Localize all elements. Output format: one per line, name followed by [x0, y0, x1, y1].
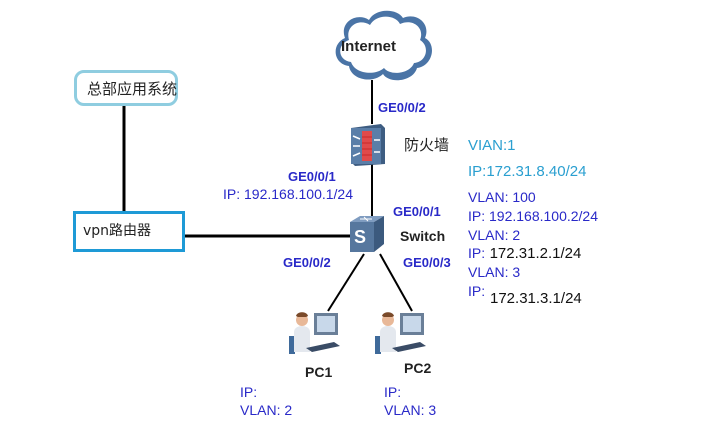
pc2-ip: IP: — [384, 384, 402, 400]
switch-vlan2-ip: IP: 172.31.2.1/24 — [468, 245, 581, 263]
firewall-port-ge0-0-2: GE0/0/2 — [378, 100, 426, 115]
firewall-icon — [351, 124, 385, 166]
firewall-label: 防火墙 — [404, 136, 450, 154]
pc2-vlan: VLAN: 3 — [384, 402, 437, 418]
pc1-vlan: VLAN: 2 — [240, 402, 293, 418]
switch-label: Switch — [400, 228, 446, 244]
link-switch-pc1 — [327, 253, 365, 312]
switch-vlan100-ip: IP: 192.168.100.2/24 — [468, 208, 598, 224]
firewall-port-ip-prefix: IP — [223, 186, 237, 202]
pc1-label: PC1 — [305, 364, 333, 380]
switch-vlan3: VLAN: 3 — [468, 264, 521, 280]
pc2-node — [370, 308, 426, 358]
switch-icon-letter: S — [354, 227, 367, 247]
pc1-ip: IP: — [240, 384, 258, 400]
switch-port-ge0-0-1: GE0/0/1 — [393, 204, 441, 219]
pc1-node — [284, 308, 340, 358]
internet-label: Internet — [341, 38, 397, 55]
firewall-port-ge0-0-1: GE0/0/1 — [288, 169, 336, 184]
pc-user-icon — [289, 312, 340, 354]
firewall-node — [347, 124, 387, 166]
switch-vlan100: VLAN: 100 — [468, 189, 536, 205]
firewall-port-ip-value: : 192.168.100.1/24 — [236, 186, 354, 202]
pc-user-icon — [375, 312, 426, 354]
firewall-port-ip: IP: 192.168.100.1/24 — [223, 186, 353, 202]
switch-port-ge0-0-2: GE0/0/2 — [283, 255, 331, 270]
switch-vlan3-ip-prefix: IP: — [468, 283, 486, 299]
switch-icon — [350, 216, 384, 252]
hq-application-system-node: 总部应用系统 — [74, 70, 178, 106]
pc2-label: PC2 — [404, 360, 432, 376]
firewall-vlan-info: VIAN:1 — [468, 137, 516, 154]
switch-node: S — [346, 214, 386, 254]
switch-vlan2: VLAN: 2 — [468, 227, 521, 243]
switch-vlan2-ip-prefix: IP: — [468, 245, 486, 261]
link-switch-pc2 — [379, 253, 413, 312]
firewall-ip-info: IP:172.31.8.40/24 — [468, 163, 587, 180]
switch-port-ge0-0-3: GE0/0/3 — [403, 255, 451, 270]
internet-node: Internet — [327, 6, 437, 86]
switch-vlan3-ip-value: 172.31.3.1/24 — [490, 290, 582, 307]
cloud-icon — [335, 10, 432, 81]
switch-vlan2-ip-value: 172.31.2.1/24 — [489, 245, 582, 262]
vpn-router-node: vpn路由器 — [73, 211, 185, 252]
